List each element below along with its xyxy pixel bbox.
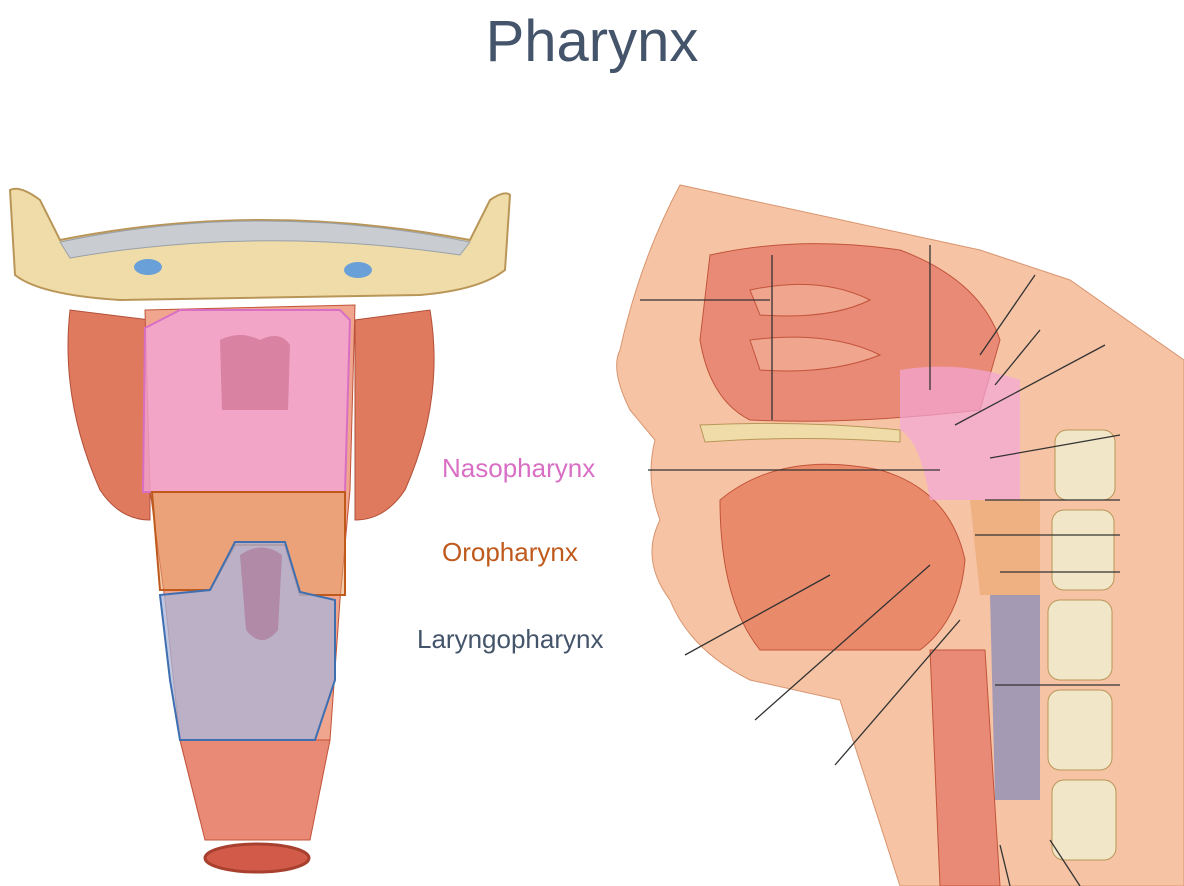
right-muscle — [354, 309, 435, 521]
esophagus — [179, 739, 331, 841]
left-muscle — [67, 309, 151, 521]
sagittal-view-illustration — [616, 184, 1184, 886]
nasopharynx-label: Nasopharynx — [442, 453, 596, 483]
left-foramen — [134, 259, 162, 275]
tongue — [719, 463, 966, 651]
epiglottis — [240, 547, 282, 640]
sagittal-laryngopharynx — [990, 595, 1040, 800]
sagittal-oropharynx — [970, 500, 1040, 595]
nasal-concha — [749, 283, 882, 372]
vertebra-4 — [1047, 689, 1113, 771]
vertebra-1 — [1054, 429, 1116, 501]
vertebra-5 — [1051, 779, 1117, 861]
oropharynx-label: Oropharynx — [442, 537, 578, 567]
page-title: Pharynx — [485, 9, 699, 74]
cervical-vertebrae — [1047, 429, 1117, 861]
vertebra-3 — [1047, 599, 1113, 681]
hard-palate — [699, 422, 901, 443]
esophagus-opening — [203, 842, 311, 874]
posterior-view-illustration — [8, 187, 512, 874]
skull-base-gray — [59, 220, 471, 259]
sagittal-nasopharynx — [900, 366, 1020, 500]
right-foramen — [344, 262, 372, 278]
choanae — [220, 335, 290, 410]
leader-lines — [640, 245, 1121, 886]
vertebra-2 — [1051, 509, 1115, 591]
skull-base-bone — [8, 187, 512, 302]
laryngopharynx-region — [158, 541, 336, 741]
trachea — [929, 649, 1001, 886]
laryngopharynx-label: Laryngopharynx — [417, 624, 604, 654]
